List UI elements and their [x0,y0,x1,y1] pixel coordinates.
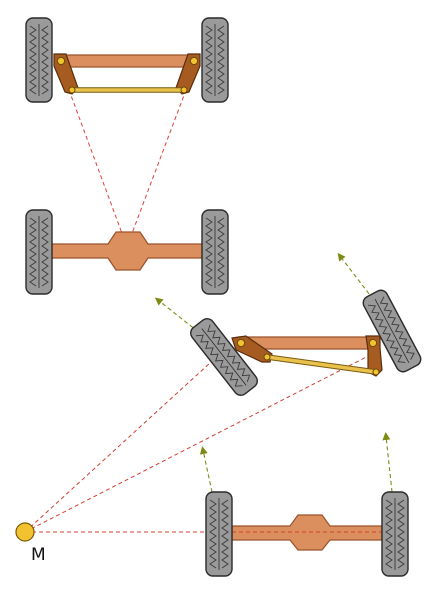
motion-arrow-left-wheel [154,297,216,346]
kingpin-left [56,56,66,66]
rear-left-tyre [25,209,53,295]
front-axle-straight [25,17,229,237]
ackermann-line-right [130,89,187,237]
turning-center-label: M [31,545,46,565]
ackermann-line-left [68,89,124,237]
rear-axle-turning [199,432,409,577]
tie-rod-joint-right [180,86,188,94]
motion-arrow-rear-right [382,432,393,493]
front-axle-beam [61,54,195,68]
turning-rear-right-tyre [381,491,409,577]
rear-axle-beam [49,231,207,271]
rear-axle-straight [25,209,229,295]
turning-center-point [15,522,35,542]
turning-rear-left-tyre [205,491,233,577]
front-axle-turning [154,252,422,396]
kingpin-right [189,56,199,66]
turn-radius-line-inner-wheel [24,351,223,533]
motion-arrow-rear-left [199,446,213,493]
turning-kingpin-left [236,338,246,348]
turning-tie-rod-joint-right [372,368,380,376]
motion-arrow-right-wheel [337,252,387,317]
turning-construction-lines [24,349,400,533]
turning-tie-rod-joint-left [263,353,271,361]
turn-radius-line-outer-wheel [24,349,381,533]
turning-front-left-tyre [190,318,258,396]
turning-center: M [15,522,46,565]
front-left-tyre [25,17,53,103]
turning-tie-rod [265,355,378,374]
turning-kingpin-right [368,338,378,348]
front-right-tyre [201,17,229,103]
rear-right-tyre [201,209,229,295]
tie-rod-joint-left [68,86,76,94]
